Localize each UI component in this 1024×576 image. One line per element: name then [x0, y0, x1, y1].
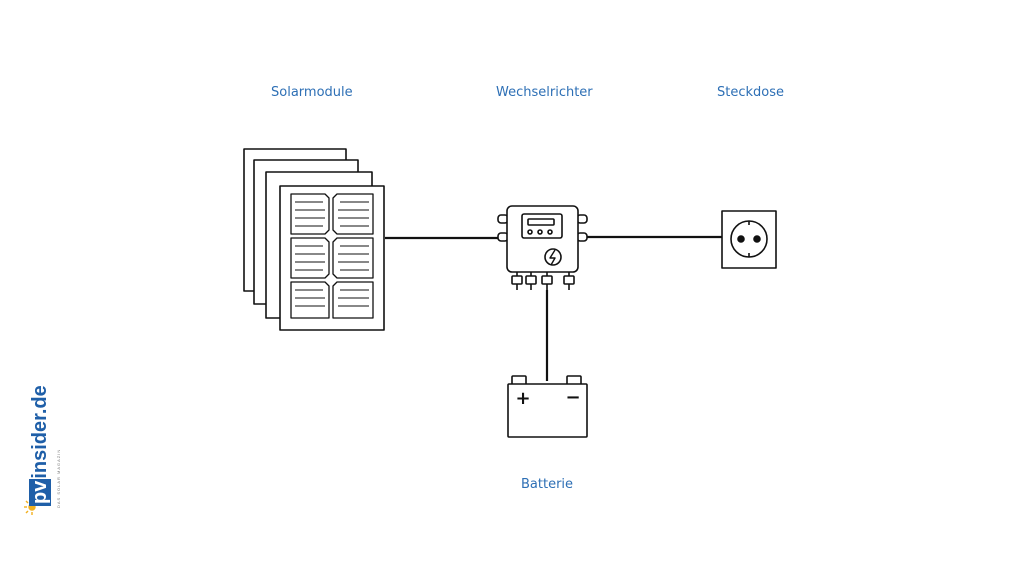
- battery-minus-symbol: −: [565, 387, 580, 408]
- battery-plus-symbol: +: [515, 388, 530, 409]
- logo-pv-mark: pv: [29, 478, 51, 506]
- logo-tagline: DAS SOLAR MAGAZIN: [56, 400, 64, 510]
- battery-icon: [507, 375, 588, 438]
- logo-tagline-text: DAS SOLAR MAGAZIN: [56, 448, 61, 508]
- socket-label: Steckdose: [717, 85, 784, 100]
- pvinsider-logo: pvinsider.de DAS SOLAR MAGAZIN: [20, 385, 68, 518]
- inverter-label: Wechselrichter: [496, 85, 593, 100]
- solar-panel-icon: [243, 148, 385, 331]
- solar-modules-label: Solarmodule: [271, 85, 353, 100]
- logo-domain: insider.de: [29, 385, 51, 479]
- logo-wordmark: pvinsider.de: [29, 385, 59, 506]
- socket-icon: [721, 210, 777, 269]
- battery-label: Batterie: [521, 477, 574, 492]
- inverter-icon: [497, 205, 588, 290]
